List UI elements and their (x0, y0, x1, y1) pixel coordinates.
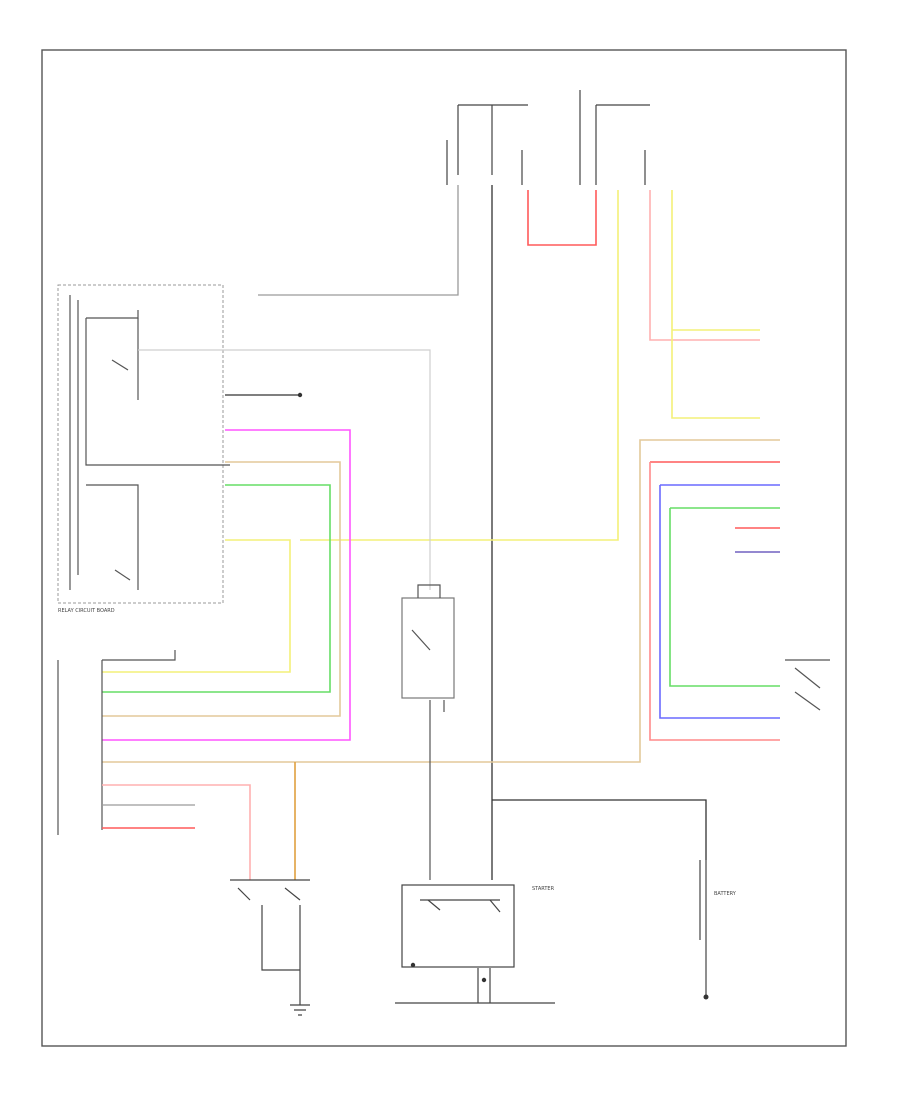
wire-yellow-main (300, 190, 619, 541)
wire-pink-connector (102, 784, 251, 880)
connector-left (57, 650, 176, 835)
wire-tan-right (102, 439, 780, 763)
splice-dot (297, 392, 303, 398)
starter-motor (395, 884, 555, 1004)
wire-blue-right (659, 484, 780, 719)
relay-circuit-board (57, 284, 230, 604)
diagram-frame (41, 49, 847, 1047)
ground-left (290, 1004, 310, 1016)
relay-switch-2 (114, 569, 131, 581)
starter-terminal (410, 962, 416, 968)
label-starter: STARTER (532, 886, 555, 892)
wire-magenta (102, 429, 351, 741)
label-relay-module: RELAY CIRCUIT BOARD (58, 608, 115, 614)
wire-gray-feed (258, 185, 459, 296)
wire-black-battery (492, 799, 707, 860)
wire-green-right (669, 507, 780, 687)
starter-ground (481, 977, 487, 983)
label-battery: BATTERY (714, 891, 737, 897)
fuse-box-left (446, 104, 528, 185)
relay-board-outline (57, 284, 224, 604)
wire-green (102, 484, 331, 693)
clutch-switch-right (785, 659, 830, 711)
battery (699, 860, 707, 995)
clutch-pedal-switches (230, 879, 310, 1005)
wire-tan (102, 461, 341, 717)
fuse-box-right (579, 90, 650, 185)
wire-yellow-relay (102, 539, 291, 673)
wire-red-right (649, 462, 780, 741)
center-relay (401, 584, 455, 880)
wire-gray-relay-1 (138, 349, 431, 590)
wire-yellow-right (671, 190, 760, 419)
wire-red-loop (527, 190, 597, 246)
relay-switch-1 (111, 359, 129, 371)
battery-ground (703, 994, 709, 1000)
wire-pink-right (649, 190, 760, 341)
